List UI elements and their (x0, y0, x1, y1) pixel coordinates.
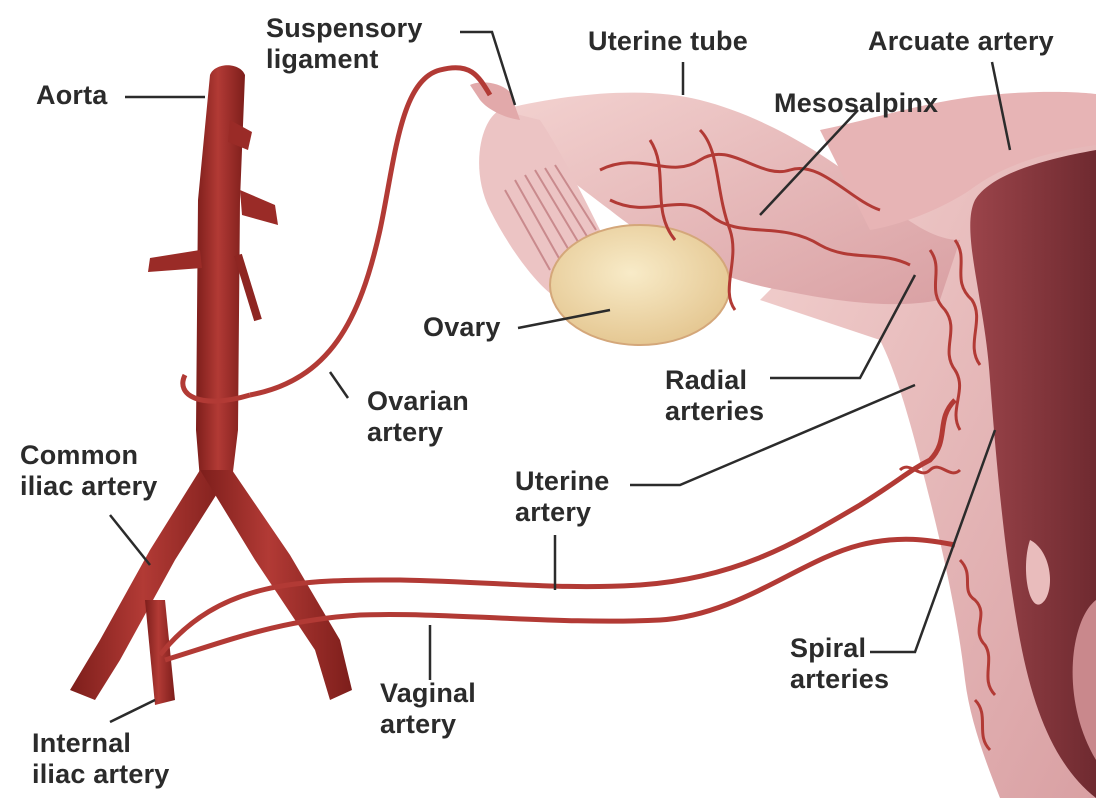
label-common-iliac-artery-line2: iliac artery (20, 471, 158, 502)
label-internal-iliac-artery-line1: Internal (32, 728, 170, 759)
label-ovarian-artery: Ovarian artery (367, 386, 469, 448)
label-common-iliac-artery-line1: Common (20, 440, 158, 471)
label-suspensory-ligament-line2: ligament (266, 44, 423, 75)
label-vaginal-artery-line2: artery (380, 709, 476, 740)
label-radial-arteries-line1: Radial (665, 365, 764, 396)
label-common-iliac-artery: Common iliac artery (20, 440, 158, 502)
label-uterine-artery-line2: artery (515, 497, 609, 528)
label-spiral-arteries-line2: arteries (790, 664, 889, 695)
common-iliac-vessels (70, 470, 352, 705)
label-internal-iliac-artery: Internal iliac artery (32, 728, 170, 790)
label-arcuate-artery: Arcuate artery (868, 26, 1054, 57)
label-aorta: Aorta (36, 80, 108, 111)
label-internal-iliac-artery-line2: iliac artery (32, 759, 170, 790)
label-radial-arteries-line2: arteries (665, 396, 764, 427)
label-spiral-arteries-line1: Spiral (790, 633, 889, 664)
ovarian-artery-path (250, 68, 490, 395)
label-suspensory-ligament: Suspensory ligament (266, 13, 423, 75)
label-radial-arteries: Radial arteries (665, 365, 764, 427)
label-uterine-artery: Uterine artery (515, 466, 609, 528)
label-uterine-artery-line1: Uterine (515, 466, 609, 497)
label-uterine-tube: Uterine tube (588, 26, 748, 57)
label-spiral-arteries: Spiral arteries (790, 633, 889, 695)
label-mesosalpinx: Mesosalpinx (774, 88, 938, 119)
label-vaginal-artery-line1: Vaginal (380, 678, 476, 709)
label-ovarian-artery-line2: artery (367, 417, 469, 448)
label-suspensory-ligament-line1: Suspensory (266, 13, 423, 44)
aorta-vessel (148, 65, 278, 480)
label-vaginal-artery: Vaginal artery (380, 678, 476, 740)
ovary-shape (550, 225, 730, 345)
label-ovary: Ovary (423, 312, 501, 343)
label-ovarian-artery-line1: Ovarian (367, 386, 469, 417)
